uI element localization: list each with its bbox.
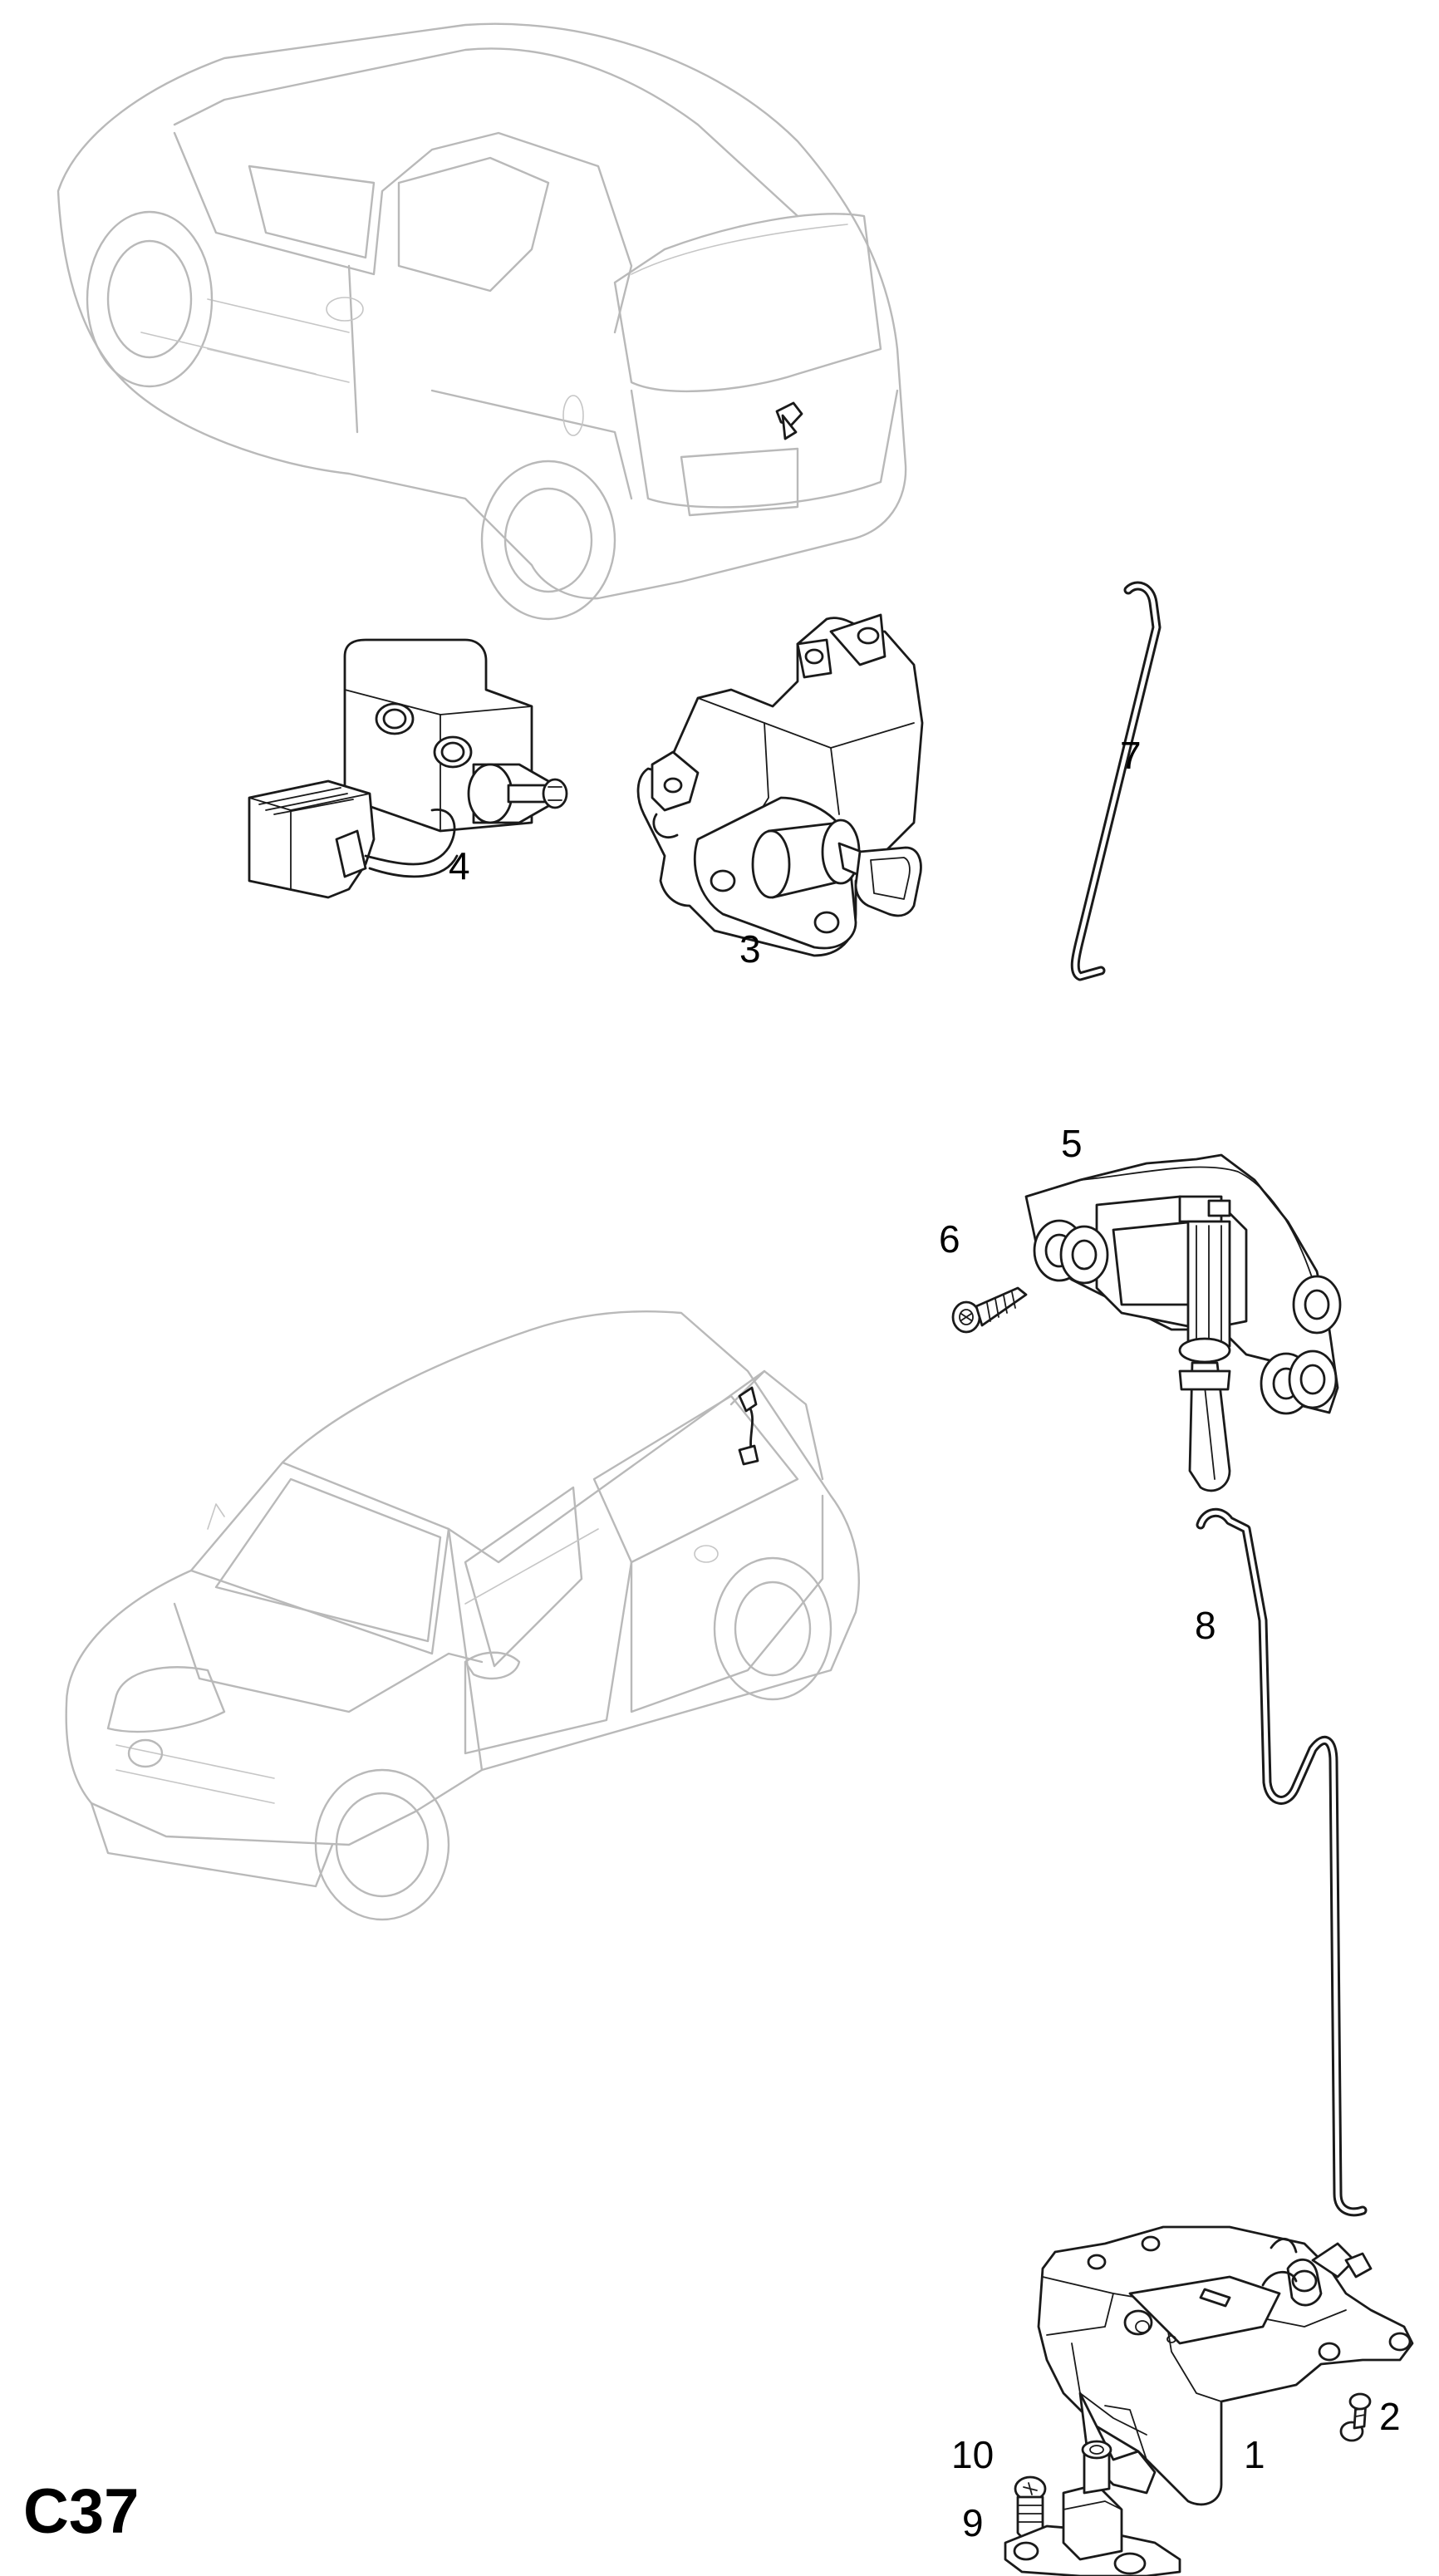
callout-3: 3 — [739, 927, 761, 971]
car-front-view-illustration — [65, 1310, 860, 1921]
part-6-screw — [951, 1286, 1028, 1334]
part-8-rod — [1196, 1508, 1368, 2217]
part-4-tailgate-actuator — [248, 638, 568, 899]
part-3-lock-cylinder — [636, 613, 924, 957]
part-7-rod — [1070, 581, 1162, 981]
part-2-screw — [1339, 2392, 1372, 2442]
callout-7: 7 — [1120, 734, 1142, 777]
callout-10: 10 — [951, 2433, 994, 2476]
callout-1: 1 — [1244, 2433, 1265, 2476]
callout-6: 6 — [939, 1217, 960, 1261]
callout-5: 5 — [1061, 1122, 1083, 1165]
part-9-striker — [1004, 2440, 1181, 2576]
page-code-label: C37 — [23, 2476, 140, 2547]
callout-2: 2 — [1379, 2395, 1401, 2438]
car-rear-view-illustration — [56, 22, 907, 621]
callout-9: 9 — [962, 2501, 984, 2544]
callout-8: 8 — [1195, 1604, 1216, 1647]
part-5-lock-actuator-motor — [1024, 1153, 1342, 1492]
callout-4: 4 — [449, 844, 470, 887]
